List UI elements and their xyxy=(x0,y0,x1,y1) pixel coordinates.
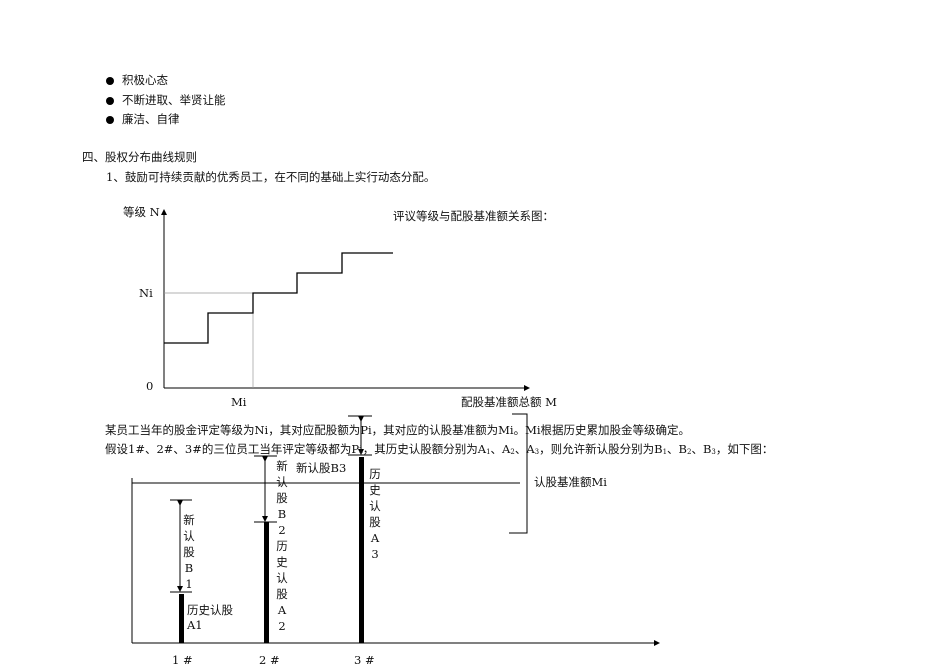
origin-label: 0 xyxy=(146,379,154,393)
y-tick-ni: Ni xyxy=(139,286,153,300)
new-share-b3: 新认股B3 xyxy=(296,461,347,475)
paragraph: 假设1#、2#、3#的三位员工当年评定等级都为Pi，其历史认股额分别为A1、A2… xyxy=(105,442,774,456)
bullet-text: 廉洁、自律 xyxy=(122,112,180,126)
bullet-text: 积极心态 xyxy=(122,73,168,87)
y-axis-label: 等级 N xyxy=(123,205,160,219)
paragraph: 某员工当年的股金评定等级为Ni，其对应配股额为Pi，其对应的认股基准额为Mi。M… xyxy=(105,423,691,437)
step-curve xyxy=(164,252,393,344)
bracket xyxy=(509,413,528,534)
hist-share-a3: 历史认股A3 xyxy=(369,467,381,561)
bullet-item: 廉洁、自律 xyxy=(106,112,180,126)
employee-label: 2 # xyxy=(259,653,280,667)
hist-share-a1: 历史认股 xyxy=(187,603,233,617)
bullet-icon xyxy=(106,116,114,124)
new-share-arrows xyxy=(170,415,372,593)
bar-a1 xyxy=(179,594,184,643)
hist-code-a1: A1 xyxy=(187,618,203,632)
chart-title: 评议等级与配股基准额关系图： xyxy=(393,209,554,223)
hist-share-a2: 历史认股A2 xyxy=(276,539,288,633)
employee-label: 1 # xyxy=(172,653,193,667)
bullet-item: 积极心态 xyxy=(106,73,168,87)
bar-a2 xyxy=(264,522,269,643)
x-axis-label: 配股基准额总额 M xyxy=(461,395,557,409)
new-share-b2: 新认股B2 xyxy=(276,459,288,537)
baseline-label: 认股基准额Mi xyxy=(534,475,607,489)
x-tick-mi: Mi xyxy=(231,395,247,409)
bullet-item: 不断进取、举贤让能 xyxy=(106,93,226,107)
bullet-text: 不断进取、举贤让能 xyxy=(122,93,226,107)
paragraph: 1、鼓励可持续贡献的优秀员工，在不同的基础上实行动态分配。 xyxy=(106,170,436,184)
bar-a3 xyxy=(359,457,364,643)
bullet-icon xyxy=(106,97,114,105)
new-share-b1: 新认股B1 xyxy=(183,513,195,591)
employee-label: 3 # xyxy=(354,653,375,667)
bullet-icon xyxy=(106,77,114,85)
section-heading: 四、股权分布曲线规则 xyxy=(82,150,197,164)
